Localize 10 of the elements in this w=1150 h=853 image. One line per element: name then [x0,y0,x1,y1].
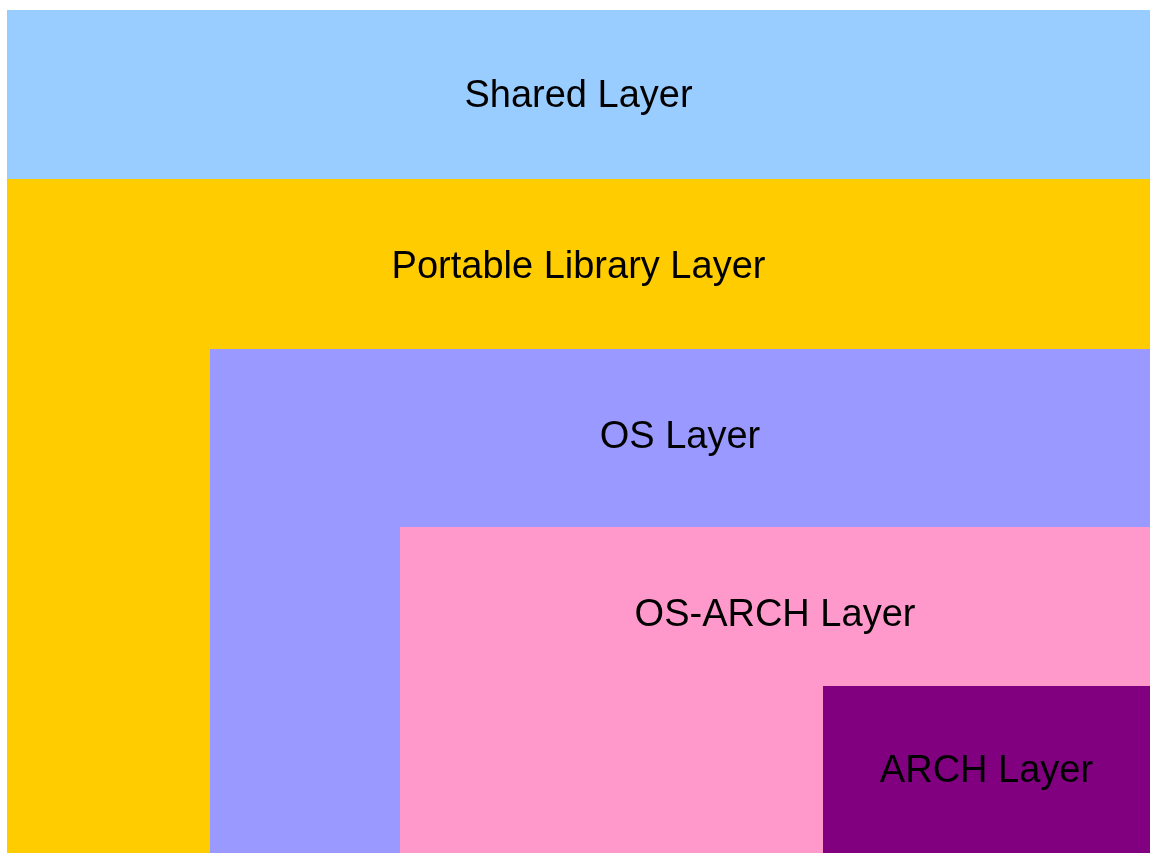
layer-label: OS Layer [599,413,761,457]
layer-box [400,527,1150,853]
layer-box [823,686,1150,853]
layer-label: ARCH Layer [879,748,1094,791]
layer-label: Shared Layer [464,73,693,116]
layer-box [210,349,1150,853]
layer-label: Portable Library Layer [391,243,766,287]
layer-box [7,10,1150,179]
layer-label: OS-ARCH Layer [634,591,916,635]
layer-box [7,179,1150,853]
